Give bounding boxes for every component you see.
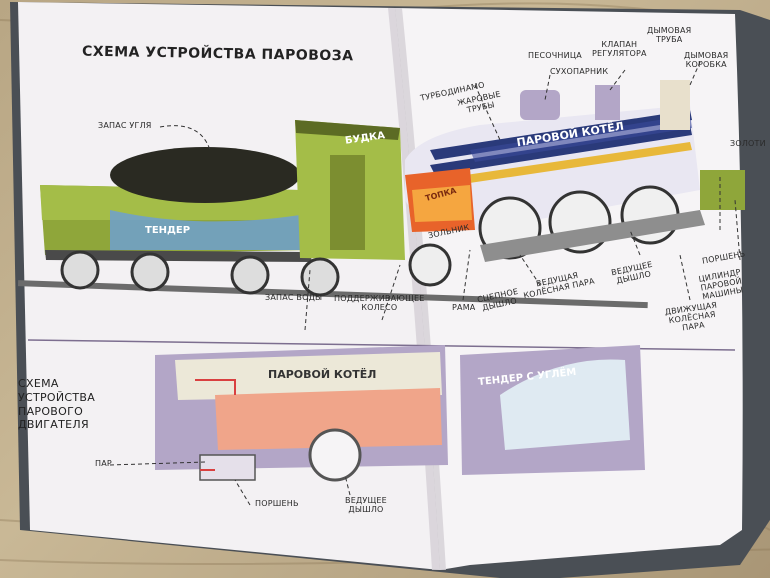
- section-title: Схема устройства парового двигателя: [18, 377, 95, 432]
- label-line: Дымовая: [684, 51, 729, 60]
- label-line: колесо: [361, 302, 398, 312]
- leader-lines: [109, 61, 741, 506]
- label-line: труба: [655, 34, 683, 44]
- section-title-line: двигателя: [18, 418, 89, 432]
- label-line: коробка: [685, 59, 727, 69]
- engine-label-driving-rod: Ведущее дышло: [345, 496, 387, 515]
- label-coal-reserve: Запас угля: [98, 121, 152, 130]
- engine-label-boiler: Паровой котёл: [268, 368, 377, 381]
- section-title-line: парового: [18, 404, 84, 418]
- label-line: Поддерживающее: [334, 294, 425, 303]
- rail: [17, 280, 648, 309]
- label-tender: Тендер: [145, 225, 191, 236]
- label-regulator-valve: Клапан регулятора: [592, 40, 647, 59]
- tender-illustration: [40, 120, 452, 297]
- engine-label-piston: Поршень: [255, 499, 299, 508]
- label-sandbox: Песочница: [528, 51, 582, 60]
- label-line: регулятора: [592, 48, 647, 58]
- label-smokebox: Дымовая коробка: [684, 51, 729, 70]
- section-title-line: Схема: [18, 377, 59, 390]
- label-frame: Рама: [452, 303, 476, 312]
- label-chimney: Дымовая труба: [647, 26, 692, 45]
- engine-diagram: [155, 345, 645, 482]
- label-line: дышло: [348, 504, 384, 514]
- label-line: Дымовая: [647, 26, 692, 35]
- label-line: Ведущее: [345, 496, 387, 505]
- boiler-illustration: [405, 80, 745, 262]
- label-water-reserve: Запас воды: [265, 293, 323, 302]
- section-title-line: устройства: [18, 390, 96, 404]
- engine-label-steam: Пар: [95, 459, 112, 468]
- label-support-wheel: Поддерживающее колесо: [334, 294, 425, 313]
- label-line: Клапан: [601, 40, 638, 49]
- label-dry-pipe: Сухопарник: [550, 67, 609, 76]
- label-gold-partial: Золоти: [730, 139, 766, 148]
